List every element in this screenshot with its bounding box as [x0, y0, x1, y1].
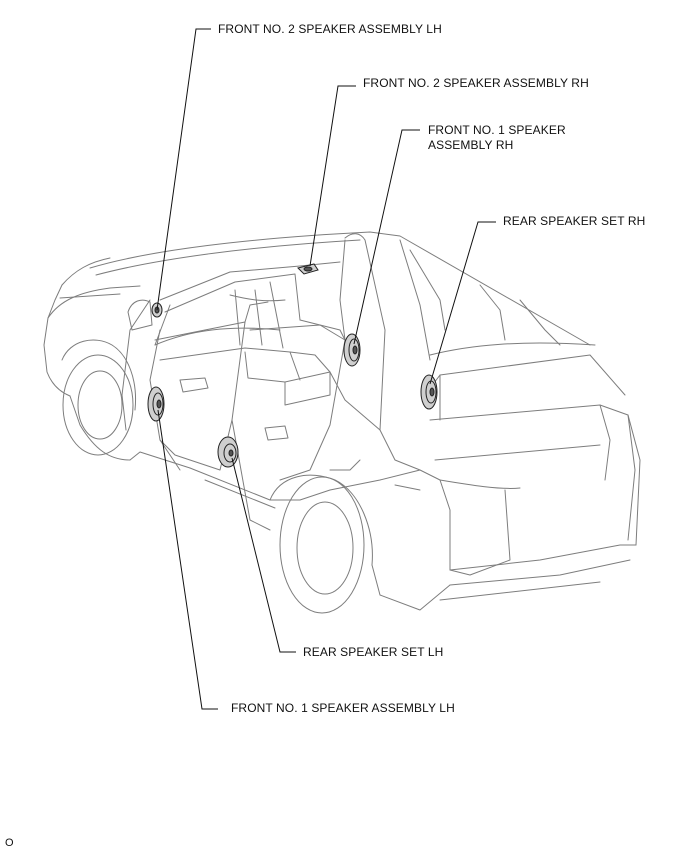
rear-speaker-set-rh	[420, 374, 438, 410]
leader-rear-lh	[231, 457, 296, 653]
rear-speaker-set-lh	[217, 436, 239, 468]
leader-front-no2-lh	[156, 28, 211, 311]
label-rear-speaker-set-rh: REAR SPEAKER SET RH	[503, 214, 646, 228]
label-front-no1-speaker-lh: FRONT NO. 1 SPEAKER ASSEMBLY LH	[231, 701, 455, 715]
label-front-no2-speaker-rh: FRONT NO. 2 SPEAKER ASSEMBLY RH	[363, 76, 589, 90]
front-no2-speaker-rh	[297, 263, 319, 275]
vehicle-outline	[43, 231, 641, 614]
front-no1-speaker-rh	[343, 333, 361, 367]
leader-front-no2-rh	[309, 85, 356, 267]
front-no1-speaker-lh	[147, 386, 165, 422]
leader-front-no1-lh	[157, 409, 218, 710]
label-rear-speaker-set-lh: REAR SPEAKER SET LH	[303, 645, 444, 659]
leader-rear-rh	[429, 221, 496, 385]
leader-front-no1-rh	[353, 129, 420, 345]
figure-code: O	[5, 837, 14, 849]
label-front-no1-speaker-rh: FRONT NO. 1 SPEAKER ASSEMBLY RH	[428, 123, 566, 152]
label-front-no2-speaker-lh: FRONT NO. 2 SPEAKER ASSEMBLY LH	[218, 22, 442, 36]
